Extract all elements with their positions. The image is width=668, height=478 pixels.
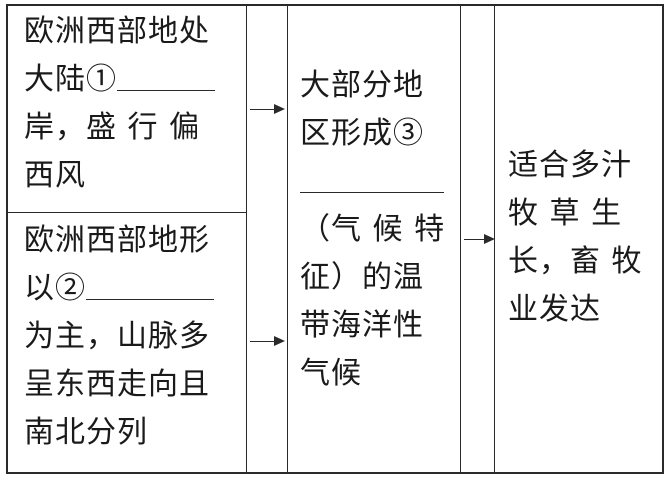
box-climate-line-5: 带海洋性 [300, 308, 424, 343]
box-location-line-2: 大陆① [24, 56, 236, 104]
arrow-1-head [274, 104, 285, 114]
box-terrain-line-5: 南北分列 [24, 415, 148, 450]
divider-col1 [246, 4, 247, 474]
box-climate-line-4: 征）的温 [300, 260, 424, 295]
box-terrain-line-3: 为主，山脉多 [24, 319, 210, 354]
arrow-terrain-to-climate [250, 336, 285, 348]
box-climate-line-1: 大部分地 [300, 68, 424, 103]
box-terrain-line-1: 欧洲西部地形 [24, 223, 210, 258]
box-climate: 大部分地 区形成③ （气 候 特 征）的温 带海洋性 气候 [300, 62, 448, 398]
box-location-line-1: 欧洲西部地处 [24, 14, 210, 49]
blank-3 [300, 158, 444, 193]
arrow-2-head [274, 336, 285, 346]
box-terrain-line-2: 以② [24, 265, 236, 313]
box-location: 欧洲西部地处 大陆① 岸，盛 行 偏 西风 [24, 8, 236, 200]
arrow-3-head [484, 234, 495, 244]
divider-col2 [287, 4, 288, 474]
box-terrain-line-2-prefix: 以② [24, 271, 86, 306]
box-climate-line-6: 气候 [300, 356, 362, 391]
divider-col3 [460, 4, 461, 474]
box-terrain-line-4: 呈东西走向且 [24, 367, 210, 402]
arrow-3-shaft [464, 239, 486, 240]
box-terrain: 欧洲西部地形 以② 为主，山脉多 呈东西走向且 南北分列 [24, 217, 236, 457]
box-pasture-line-4: 业发达 [508, 292, 601, 327]
arrow-2-shaft [250, 341, 276, 342]
blank-1 [117, 56, 215, 91]
box-pasture-line-2: 牧 草 生 [508, 196, 623, 231]
box-pasture-line-1: 适合多汁 [508, 148, 632, 183]
box-climate-line-3: （气 候 特 [300, 212, 446, 247]
box-pasture-line-3: 长，畜 牧 [508, 244, 643, 279]
box-location-line-2-prefix: 大陆① [24, 62, 117, 97]
arrow-1-shaft [250, 109, 276, 110]
arrow-climate-to-pasture [464, 234, 495, 246]
box-climate-blank-line [300, 158, 448, 206]
diagram-frame [6, 4, 664, 474]
divider-left-boxes [6, 212, 247, 213]
arrow-location-to-climate [250, 104, 285, 116]
box-location-line-3: 岸，盛 行 偏 [24, 110, 201, 145]
box-location-line-4: 西风 [24, 158, 86, 193]
box-climate-line-2: 区形成③ [300, 116, 424, 151]
blank-2 [86, 265, 214, 300]
box-pasture: 适合多汁 牧 草 生 长，畜 牧 业发达 [508, 142, 656, 334]
